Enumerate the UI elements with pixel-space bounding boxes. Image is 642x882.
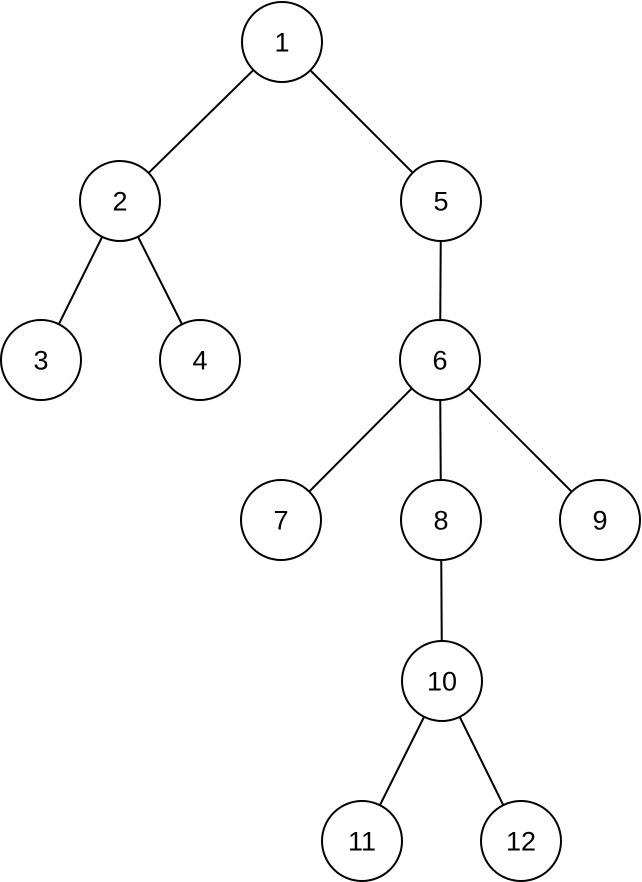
tree-node-circle-2 [79, 160, 161, 242]
tree-node-8: 8 [400, 479, 482, 561]
tree-node-12: 12 [480, 800, 562, 882]
tree-node-label-10: 10 [427, 666, 457, 696]
tree-node-label-5: 5 [433, 186, 448, 216]
tree-node-4: 4 [159, 319, 241, 401]
tree-node-circle-11 [321, 800, 403, 882]
tree-node-label-9: 9 [592, 505, 607, 535]
tree-node-circle-6 [399, 319, 481, 401]
tree-node-label-8: 8 [433, 505, 448, 535]
tree-node-label-7: 7 [273, 505, 288, 535]
tree-node-label-2: 2 [112, 186, 127, 216]
tree-node-5: 5 [400, 160, 482, 242]
tree-node-1: 1 [241, 1, 323, 83]
tree-node-9: 9 [559, 479, 641, 561]
tree-node-label-11: 11 [348, 826, 376, 856]
tree-node-circle-10 [401, 640, 483, 722]
tree-node-6: 6 [399, 319, 481, 401]
tree-node-7: 7 [240, 479, 322, 561]
tree-node-circle-5 [400, 160, 482, 242]
tree-node-11: 11 [321, 800, 403, 882]
tree-node-label-1: 1 [274, 27, 289, 57]
tree-node-circle-12 [480, 800, 562, 882]
tree-node-circle-8 [400, 479, 482, 561]
tree-node-3: 3 [0, 319, 82, 401]
tree-node-circle-7 [240, 479, 322, 561]
tree-node-label-3: 3 [33, 345, 48, 375]
tree-node-2: 2 [79, 160, 161, 242]
tree-node-circle-9 [559, 479, 641, 561]
tree-node-circle-1 [241, 1, 323, 83]
tree-node-label-12: 12 [506, 826, 536, 856]
tree-node-circle-4 [159, 319, 241, 401]
tree-node-10: 10 [401, 640, 483, 722]
tree-node-circle-3 [0, 319, 82, 401]
tree-node-label-4: 4 [192, 345, 207, 375]
tree-node-label-6: 6 [432, 345, 447, 375]
